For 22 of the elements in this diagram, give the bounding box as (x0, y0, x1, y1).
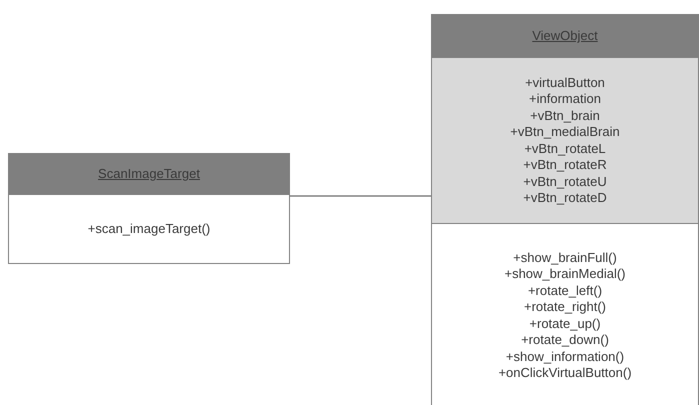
method-text: +show_brainMedial() (504, 266, 626, 282)
attribute-text: +vBtn_rotateL (524, 140, 606, 157)
method-text: +onClickVirtualButton() (498, 365, 632, 382)
method-text: +rotate_down() (521, 332, 609, 348)
attribute-text: +information (529, 91, 601, 108)
method-text: +scan_imageTarget() (88, 220, 210, 238)
attribute-text: +vBtn_rotateD (523, 190, 607, 206)
method-text: +show_information() (506, 348, 624, 365)
attribute-text: +vBtn_brain (530, 108, 600, 124)
attribute-text: +vBtn_rotateR (523, 157, 607, 174)
method-text: +show_brainFull() (513, 250, 617, 266)
class-box (8, 153, 290, 264)
class-name: ScanImageTarget (98, 165, 200, 184)
method-text: +rotate_right() (524, 299, 606, 316)
class-name: ViewObject (532, 27, 598, 46)
attributes-compartment (432, 57, 698, 223)
class-box (431, 14, 699, 405)
method-text: +rotate_left() (528, 282, 602, 299)
attribute-text: +vBtn_medialBrain (510, 124, 620, 140)
attribute-text: +vBtn_rotateU (523, 174, 607, 190)
attribute-text: +virtualButton (525, 74, 605, 91)
method-text: +rotate_up() (529, 316, 601, 332)
